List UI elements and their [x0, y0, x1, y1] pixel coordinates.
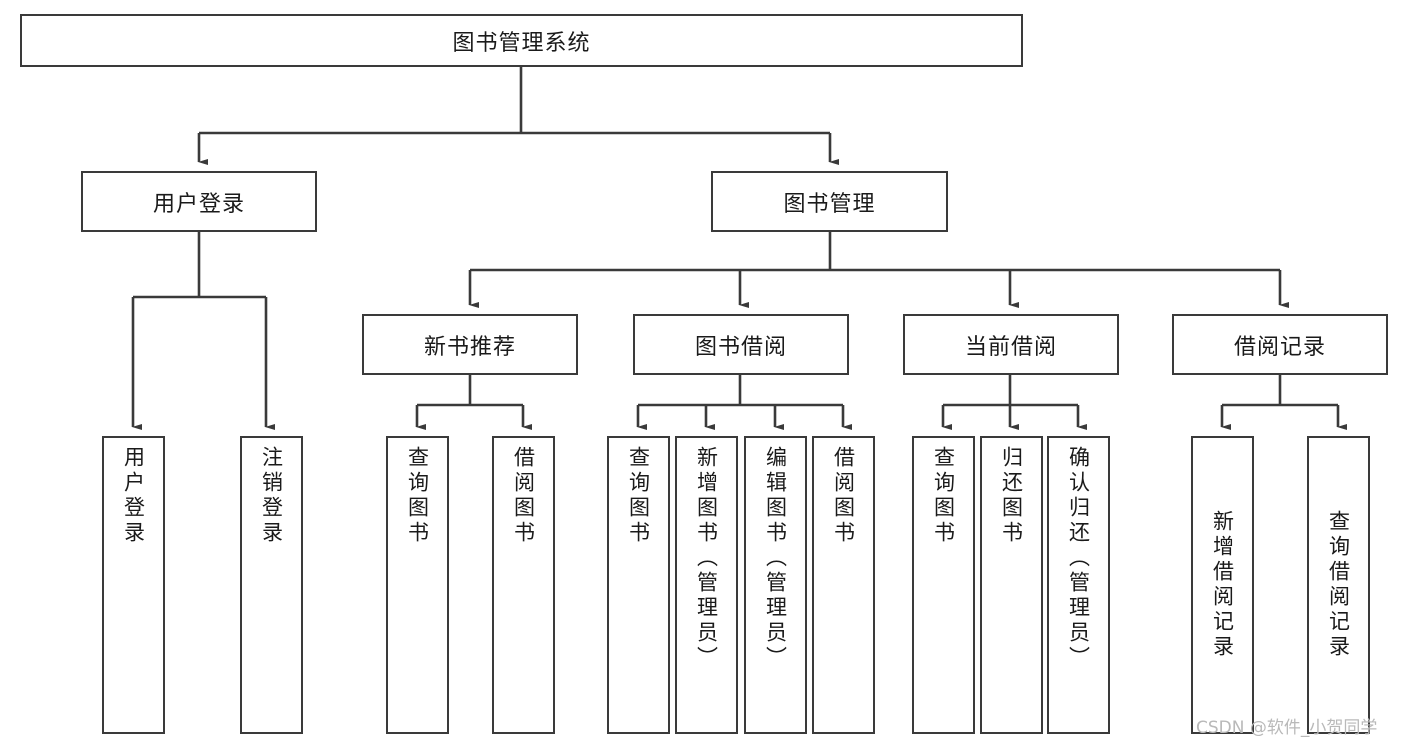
node-label: 借阅图书 [831, 446, 856, 546]
node-label: 注销登录 [259, 446, 284, 546]
node-new-book-recommend[interactable]: 新书推荐 [362, 314, 578, 375]
node-label: 用户登录 [152, 191, 245, 217]
node-label: 借阅图书 [511, 446, 536, 546]
node-leaf-query-book-current[interactable]: 查询图书 [912, 436, 975, 734]
node-leaf-query-borrow-record[interactable]: 查询借阅记录 [1307, 436, 1370, 734]
node-borrow-record[interactable]: 借阅记录 [1172, 314, 1388, 375]
node-leaf-confirm-return-admin[interactable]: 确认归还（管理员） [1047, 436, 1110, 734]
node-label: 新增图书（管理员） [694, 446, 719, 671]
node-leaf-user-login[interactable]: 用户登录 [102, 436, 165, 734]
node-label: 新书推荐 [423, 334, 516, 360]
node-leaf-add-borrow-record[interactable]: 新增借阅记录 [1191, 436, 1254, 734]
node-leaf-query-book-borrow[interactable]: 查询图书 [607, 436, 670, 734]
node-root-book-management-system[interactable]: 图书管理系统 [20, 14, 1023, 67]
node-book-borrow[interactable]: 图书借阅 [633, 314, 849, 375]
node-book-management[interactable]: 图书管理 [711, 171, 948, 232]
node-label: 查询图书 [626, 446, 651, 546]
node-leaf-return-book[interactable]: 归还图书 [980, 436, 1043, 734]
node-label: 图书管理系统 [452, 30, 591, 56]
node-current-borrow[interactable]: 当前借阅 [903, 314, 1119, 375]
node-label: 查询图书 [405, 446, 430, 546]
node-label: 归还图书 [999, 446, 1024, 546]
node-label: 新增借阅记录 [1210, 510, 1235, 660]
node-leaf-add-book-admin[interactable]: 新增图书（管理员） [675, 436, 738, 734]
node-leaf-edit-book-admin[interactable]: 编辑图书（管理员） [744, 436, 807, 734]
watermark: CSDN @软件_小贺同学 [1196, 718, 1378, 738]
node-label: 借阅记录 [1233, 334, 1326, 360]
node-label: 当前借阅 [964, 334, 1057, 360]
node-label: 查询借阅记录 [1326, 510, 1351, 660]
node-label: 查询图书 [931, 446, 956, 546]
node-user-login[interactable]: 用户登录 [81, 171, 317, 232]
node-label: 编辑图书（管理员） [763, 446, 788, 671]
node-leaf-borrow-book[interactable]: 借阅图书 [812, 436, 875, 734]
node-label: 图书借阅 [694, 334, 787, 360]
node-leaf-logout[interactable]: 注销登录 [240, 436, 303, 734]
node-label: 图书管理 [783, 191, 876, 217]
node-label: 确认归还（管理员） [1066, 446, 1091, 671]
node-label: 用户登录 [121, 446, 146, 546]
node-leaf-borrow-book-recommend[interactable]: 借阅图书 [492, 436, 555, 734]
node-leaf-query-book-recommend[interactable]: 查询图书 [386, 436, 449, 734]
